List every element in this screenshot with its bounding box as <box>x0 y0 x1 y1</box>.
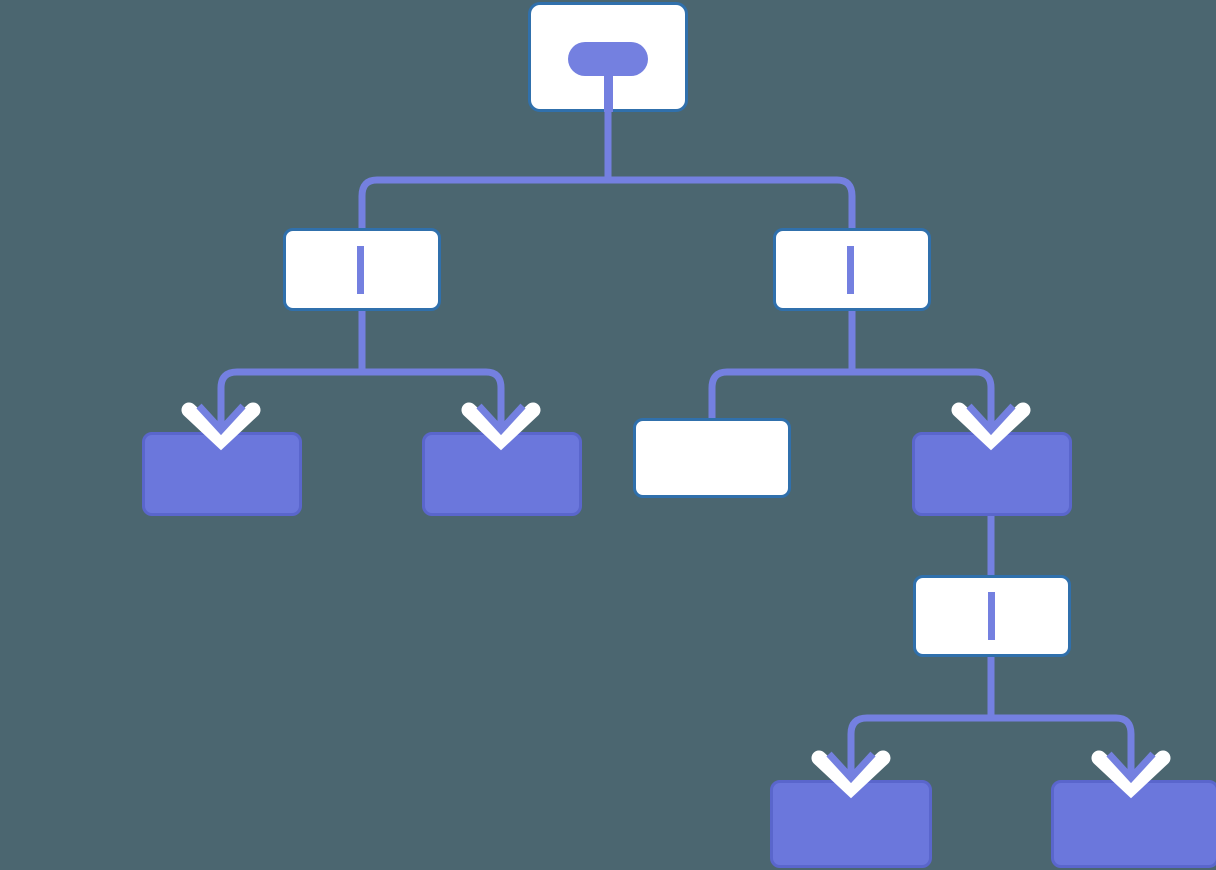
level3-node-4[interactable] <box>912 432 1072 516</box>
node-passthrough-line <box>988 592 995 640</box>
level3-node-2[interactable] <box>422 432 582 516</box>
root-pill-stem <box>604 74 613 112</box>
level3-node-1[interactable] <box>142 432 302 516</box>
node-passthrough-line <box>847 246 854 294</box>
level3-node-3[interactable] <box>633 418 791 498</box>
level5-node-1[interactable] <box>770 780 932 868</box>
root-pill-shape <box>568 42 648 76</box>
level2-right-node[interactable] <box>773 228 931 311</box>
node-passthrough-line <box>357 246 364 294</box>
level5-node-2[interactable] <box>1051 780 1216 868</box>
